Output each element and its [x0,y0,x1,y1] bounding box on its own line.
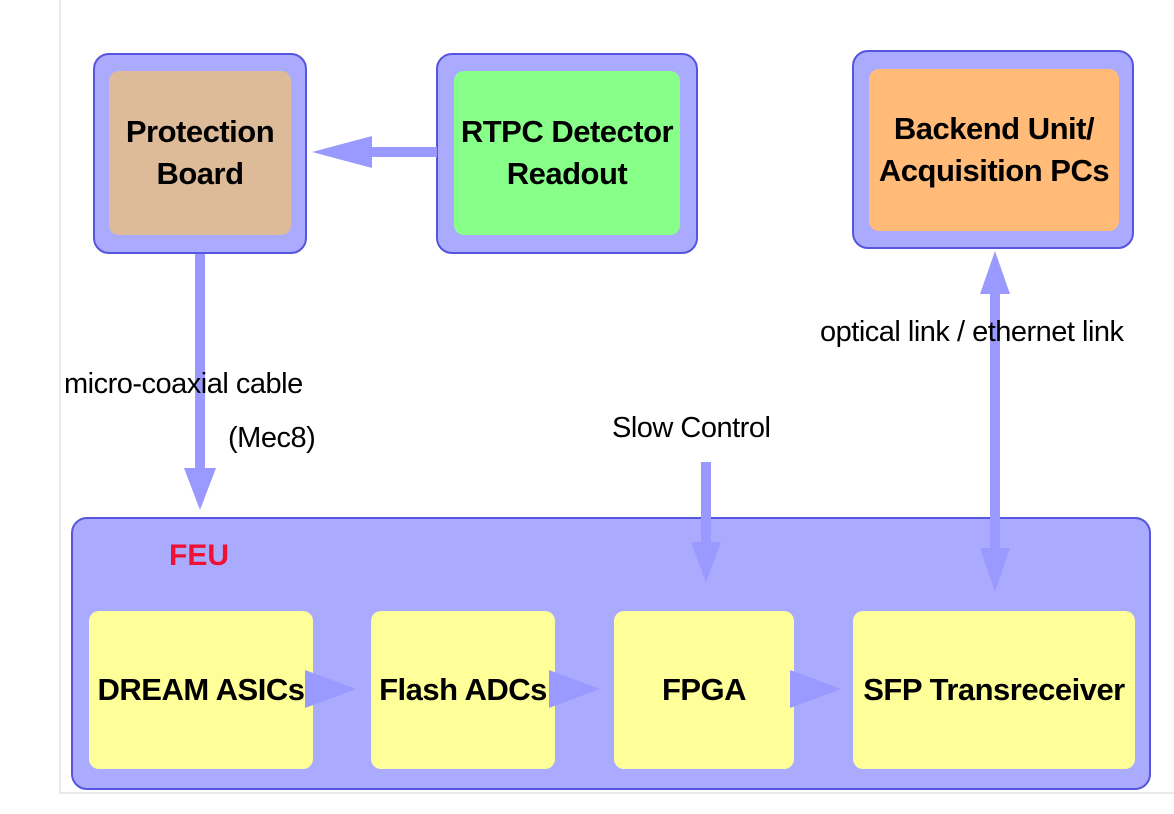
arrow-optical-link-head-up [980,251,1010,294]
arrow-optical-link-shaft [990,292,1000,550]
protection-board-box: Protection Board [93,53,307,254]
flash-adcs-block: Flash ADCs [371,611,555,769]
arrow-protection-to-feu-head [184,468,216,510]
protection-board-label: Protection Board [109,71,291,235]
arrow-flash-to-fpga [549,670,600,708]
cable-label-line1: micro-coaxial cable [64,368,303,400]
feu-title: FEU [169,539,229,572]
arrow-rtpc-to-protection-shaft [370,147,437,157]
backend-unit-box: Backend Unit/ Acquisition PCs [852,50,1134,249]
arrow-optical-link-head-down [980,548,1010,592]
arrow-slow-control-head [691,542,721,582]
arrow-dream-to-flash [305,670,356,708]
rtpc-detector-label: RTPC Detector Readout [454,71,680,235]
rtpc-detector-box: RTPC Detector Readout [436,53,698,254]
cable-label-line2: (Mec8) [228,422,316,454]
fpga-block: FPGA [614,611,794,769]
slow-control-label: Slow Control [612,412,771,444]
sfp-transreceiver-block: SFP Transreceiver [853,611,1135,769]
frame-bottom-edge [59,792,1174,794]
arrow-rtpc-to-protection-head [312,136,372,168]
dream-asics-block: DREAM ASICs [89,611,313,769]
optical-link-label: optical link / ethernet link [820,316,1124,348]
arrow-fpga-to-sfp [790,670,841,708]
frame-left-edge [59,0,61,794]
feu-container: FEU DREAM ASICs Flash ADCs FPGA SFP Tran… [71,517,1151,790]
arrow-slow-control-shaft [701,462,711,544]
arrow-protection-to-feu-shaft [195,254,205,470]
backend-unit-label: Backend Unit/ Acquisition PCs [869,69,1119,231]
